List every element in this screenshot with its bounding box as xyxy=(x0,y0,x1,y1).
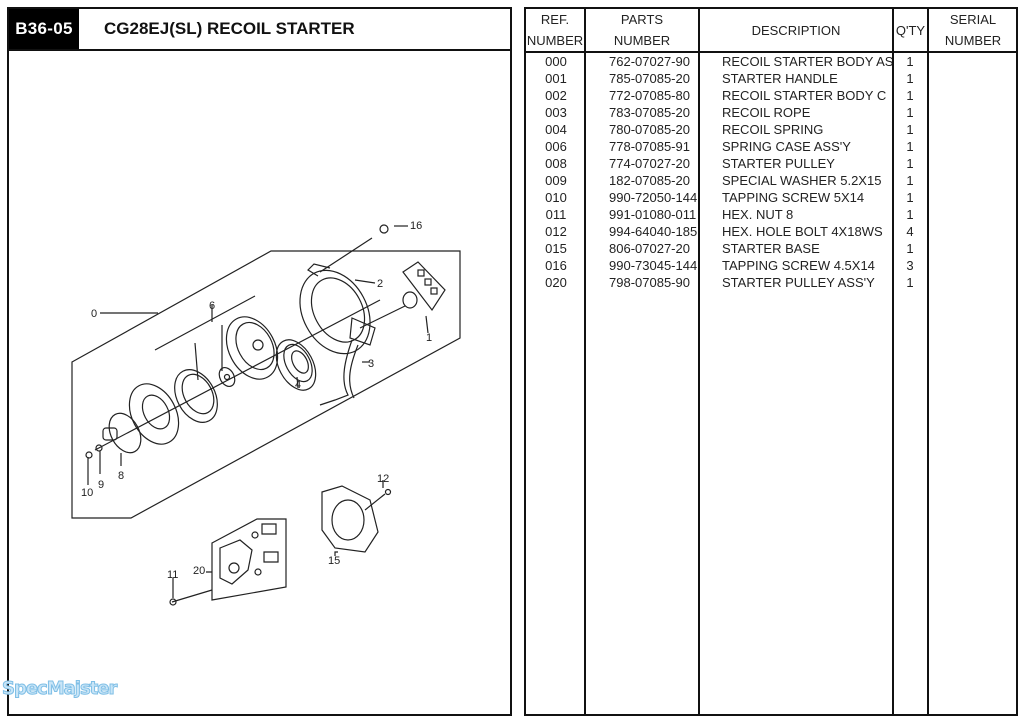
description-cell: RECOIL SPRING xyxy=(722,122,824,137)
table-row: 020 798-07085-90 STARTER PULLEY ASS'Y 1 xyxy=(526,274,1016,291)
table-row: 002 772-07085-80 RECOIL STARTER BODY C 1 xyxy=(526,87,1016,104)
table-row: 003 783-07085-20 RECOIL ROPE 1 xyxy=(526,104,1016,121)
quantity-cell: 4 xyxy=(906,224,914,239)
parts-number-cell: 798-07085-90 xyxy=(609,275,690,290)
page-title: CG28EJ(SL) RECOIL STARTER xyxy=(104,19,355,38)
section-code: B36-05 xyxy=(9,9,79,49)
parts-number-cell: 780-07085-20 xyxy=(609,122,690,137)
parts-number-cell: 990-72050-144 xyxy=(609,190,698,205)
header-divider xyxy=(526,51,1016,53)
header-ref-number: REF. NUMBER xyxy=(526,12,584,48)
ref-number-cell: 020 xyxy=(545,275,567,290)
parts-table: REF. NUMBER PARTS NUMBER DESCRIPTION Q'T… xyxy=(524,7,1018,716)
parts-number-cell: 774-07027-20 xyxy=(609,156,690,171)
table-row: 009 182-07085-20 SPECIAL WASHER 5.2X15 1 xyxy=(526,172,1016,189)
parts-number-cell: 785-07085-20 xyxy=(609,71,690,86)
quantity-cell: 1 xyxy=(906,190,914,205)
ref-number-cell: 012 xyxy=(545,224,567,239)
quantity-cell: 1 xyxy=(906,139,914,154)
diagram-panel: B36-05 CG28EJ(SL) RECOIL STARTER xyxy=(7,7,512,716)
quantity-cell: 1 xyxy=(906,88,914,103)
ref-number-cell: 008 xyxy=(545,156,567,171)
table-row: 001 785-07085-20 STARTER HANDLE 1 xyxy=(526,70,1016,87)
quantity-cell: 1 xyxy=(906,122,914,137)
parts-number-cell: 991-01080-011 xyxy=(609,207,697,222)
table-row: 004 780-07085-20 RECOIL SPRING 1 xyxy=(526,121,1016,138)
parts-number-cell: 182-07085-20 xyxy=(609,173,690,188)
description-cell: STARTER BASE xyxy=(722,241,820,256)
quantity-cell: 1 xyxy=(906,275,914,290)
description-cell: SPRING CASE ASS'Y xyxy=(722,139,851,154)
description-cell: HEX. NUT 8 xyxy=(722,207,794,222)
table-row: 012 994-64040-185 HEX. HOLE BOLT 4X18WS 4 xyxy=(526,223,1016,240)
parts-number-cell: 990-73045-144 xyxy=(609,258,698,273)
quantity-cell: 1 xyxy=(906,105,914,120)
column-divider xyxy=(698,9,700,714)
title-divider xyxy=(9,49,510,51)
ref-number-cell: 001 xyxy=(545,71,567,86)
description-cell: TAPPING SCREW 4.5X14 xyxy=(722,258,875,273)
table-row: 016 990-73045-144 TAPPING SCREW 4.5X14 3 xyxy=(526,257,1016,274)
description-cell: STARTER PULLEY xyxy=(722,156,835,171)
quantity-cell: 3 xyxy=(906,258,914,273)
parts-number-cell: 778-07085-91 xyxy=(609,139,690,154)
parts-number-cell: 772-07085-80 xyxy=(609,88,690,103)
column-divider xyxy=(927,9,929,714)
ref-number-cell: 016 xyxy=(545,258,567,273)
ref-number-cell: 006 xyxy=(545,139,567,154)
description-cell: STARTER HANDLE xyxy=(722,71,838,86)
header-parts-number: PARTS NUMBER xyxy=(613,12,671,48)
description-cell: RECOIL STARTER BODY C xyxy=(722,88,887,103)
description-cell: STARTER PULLEY ASS'Y xyxy=(722,275,875,290)
ref-number-cell: 000 xyxy=(545,54,567,69)
watermark-logo: SpecMajster xyxy=(1,678,117,700)
ref-number-cell: 009 xyxy=(545,173,567,188)
description-cell: RECOIL STARTER BODY AS xyxy=(722,54,892,69)
quantity-cell: 1 xyxy=(906,71,914,86)
table-row: 010 990-72050-144 TAPPING SCREW 5X14 1 xyxy=(526,189,1016,206)
table-row: 000 762-07027-90 RECOIL STARTER BODY AS 1 xyxy=(526,53,1016,70)
quantity-cell: 1 xyxy=(906,54,914,69)
parts-number-cell: 783-07085-20 xyxy=(609,105,690,120)
description-cell: TAPPING SCREW 5X14 xyxy=(722,190,865,205)
ref-number-cell: 003 xyxy=(545,105,567,120)
description-cell: RECOIL ROPE xyxy=(722,105,811,120)
description-cell: HEX. HOLE BOLT 4X18WS xyxy=(722,224,883,239)
ref-number-cell: 011 xyxy=(545,207,567,222)
quantity-cell: 1 xyxy=(906,173,914,188)
table-row: 008 774-07027-20 STARTER PULLEY 1 xyxy=(526,155,1016,172)
parts-number-cell: 994-64040-185 xyxy=(609,224,698,239)
ref-number-cell: 004 xyxy=(545,122,567,137)
column-divider xyxy=(892,9,894,714)
table-row: 011 991-01080-011 HEX. NUT 8 1 xyxy=(526,206,1016,223)
header-qty: Q'TY xyxy=(895,22,926,38)
header-description: DESCRIPTION xyxy=(751,22,841,38)
quantity-cell: 1 xyxy=(906,241,914,256)
parts-number-cell: 762-07027-90 xyxy=(609,54,690,69)
description-cell: SPECIAL WASHER 5.2X15 xyxy=(722,173,882,188)
table-row: 006 778-07085-91 SPRING CASE ASS'Y 1 xyxy=(526,138,1016,155)
header-serial-number: SERIAL NUMBER xyxy=(944,12,1002,48)
parts-number-cell: 806-07027-20 xyxy=(609,241,690,256)
quantity-cell: 1 xyxy=(906,207,914,222)
ref-number-cell: 002 xyxy=(545,88,567,103)
column-divider xyxy=(584,9,586,714)
table-row: 015 806-07027-20 STARTER BASE 1 xyxy=(526,240,1016,257)
ref-number-cell: 015 xyxy=(545,241,567,256)
quantity-cell: 1 xyxy=(906,156,914,171)
ref-number-cell: 010 xyxy=(545,190,567,205)
